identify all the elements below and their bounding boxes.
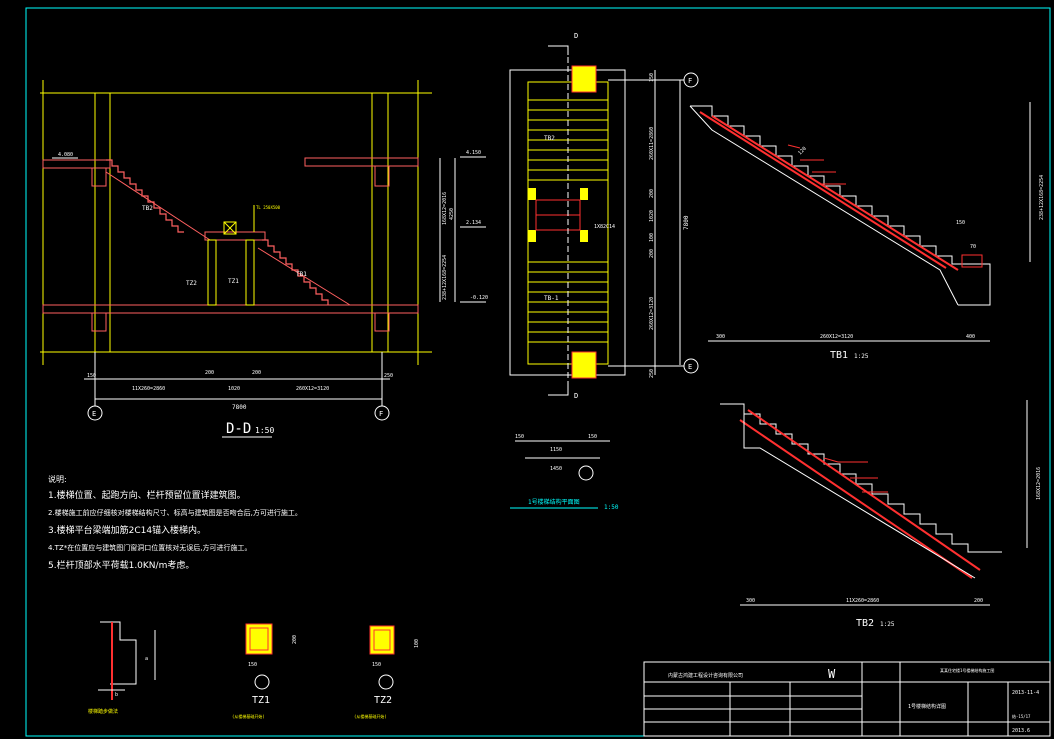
tb2-dim-1: 11X260=2860 [846, 598, 879, 604]
dd-title: D-D [226, 421, 251, 437]
plan-width-2: 150 [588, 434, 597, 440]
plan-dim-4: 100 [649, 233, 655, 242]
dd-height-total: 4250 [449, 208, 455, 220]
plan-axis-bottom: E [688, 363, 692, 371]
details-row: a b 楼梯踏步做法 200 150 TZ1 (从楼梯基础开始) 100 150… [88, 621, 420, 719]
dd-height-upper: 168X12=2016 [442, 192, 448, 225]
tb2-scale: 1:25 [880, 621, 895, 628]
detail-label-b: b [115, 692, 118, 698]
dd-beam-label: TL 250X500 [256, 205, 281, 210]
plan-note-rebar: 1X82C14 [594, 224, 615, 230]
plan-label-tb2: TB2 [544, 135, 555, 142]
tz1-dim-150: 150 [248, 662, 257, 668]
plan-dim-7: 250 [649, 369, 655, 378]
tb1-dim-1: 260X12=3120 [820, 334, 853, 340]
tb1-title: TB1 [830, 350, 848, 361]
dd-dim-6: 250 [384, 373, 393, 379]
note-item-3: 3.楼梯平台梁端加筋2C14锚入楼梯内。 [48, 524, 206, 536]
plan-width-1: 1150 [550, 447, 562, 453]
tz2-dim-100: 100 [414, 639, 420, 648]
plan-label-tb1: TB-1 [544, 295, 559, 302]
tb2-dim-2: 200 [974, 598, 983, 604]
dd-dim-total: 7800 [232, 404, 247, 411]
plan-section-mark-top: D [574, 32, 578, 40]
dd-dim-1: 11X260=2860 [132, 386, 165, 392]
dd-height-lower: 238+12X168=2254 [442, 255, 448, 300]
dd-label-tb2: TB2 [142, 205, 153, 212]
tb-company: 内蒙古鸿建工程设计咨询有限公司 [668, 672, 743, 679]
tb-code: 结-15/17 [1012, 713, 1031, 719]
dd-label-tb1: TB1 [296, 271, 307, 278]
note-item-2: 2.楼梯施工前应仔细核对楼梯结构尺寸、标高与建筑图是否吻合后,方可进行施工。 [48, 508, 302, 517]
tz1-dim-200: 200 [292, 635, 298, 644]
title-block: 内蒙古鸿建工程设计咨询有限公司 W 某某住宅楼1号楼梯结构施工图 1号楼梯结构详… [643, 661, 1051, 737]
tb2-height: 168X12=2016 [1036, 467, 1042, 500]
plan-dim-total: 7800 [683, 215, 690, 230]
tz2-title: TZ2 [374, 695, 392, 706]
tb-drawing-name: 1号楼梯结构详图 [908, 703, 946, 710]
tz1-sub: (从楼梯基础开始) [232, 713, 265, 719]
tb2-dim-0: 300 [746, 598, 755, 604]
tb1-thk-label: 150 [956, 220, 965, 226]
plan-dim-6: 260X12=3120 [649, 297, 655, 330]
plan-section-mark-bottom: D [574, 392, 578, 400]
dd-elev-mid: 2.134 [466, 220, 481, 226]
tb1-scale: 1:25 [854, 353, 869, 360]
plan-axis-top: F [688, 77, 692, 85]
tb2-detail: 168X12=2016 300 11X260=2860 200 TB2 1:25 [720, 400, 1042, 629]
plan-dim-1: 260X11=2860 [649, 127, 655, 160]
dd-axis-left: E [92, 410, 96, 418]
plan-dim-5: 200 [649, 249, 655, 258]
tz2-dim-150: 150 [372, 662, 381, 668]
dd-elev-top-right: 4.150 [466, 150, 481, 156]
dd-label-tz2: TZ2 [186, 280, 197, 287]
tb1-label-120: 120 [797, 146, 808, 157]
tb-number: 2013.6 [1012, 728, 1030, 734]
plan-title: 1号楼梯结构平面图 [528, 498, 580, 506]
tb2-title: TB2 [856, 618, 874, 629]
note-item-4: 4.TZ*在位置应与建筑图门窗洞口位置核对无误后,方可进行施工。 [48, 543, 251, 552]
tb1-label-70: 70 [970, 244, 976, 250]
dd-dim-5: 260X12=3120 [296, 386, 329, 392]
notes-heading: 说明: [48, 474, 67, 484]
tb1-detail: 150 70 120 238+12X168=2254 300 260X12=31… [689, 102, 1045, 361]
general-notes: 说明: 1.楼梯位置、起跑方向、栏杆预留位置详建筑图。 2.楼梯施工前应仔细核对… [48, 474, 302, 571]
step-detail-label: 楼梯踏步做法 [88, 708, 118, 715]
plan-dim-3: 1020 [649, 210, 655, 222]
plan-width-0: 150 [515, 434, 524, 440]
note-item-5: 5.栏杆顶部水平荷载1.0KN/m考虑。 [48, 559, 194, 571]
note-item-1: 1.楼梯位置、起跑方向、栏杆预留位置详建筑图。 [48, 489, 246, 501]
tb-date: 2013-11-4 [1012, 690, 1039, 696]
dd-dim-2: 200 [205, 370, 214, 376]
tz2-sub: (从楼梯基础开始) [354, 713, 387, 719]
tb1-dim-0: 300 [716, 334, 725, 340]
plan-dim-2: 200 [649, 189, 655, 198]
tb-project: 某某住宅楼1号楼梯结构施工图 [940, 667, 994, 673]
dd-elev-bottom: -0.120 [470, 295, 488, 301]
dd-scale: 1:50 [255, 426, 274, 435]
tb1-height: 238+12X168=2254 [1039, 175, 1045, 220]
plan-dim-0: 150 [649, 73, 655, 82]
tb1-dim-2: 400 [966, 334, 975, 340]
section-dd: TL 250X500 4.080 4.150 2.134 -0.120 TB2 … [40, 80, 488, 438]
dd-label-tz1: TZ1 [228, 278, 239, 285]
detail-label-a: a [145, 656, 148, 662]
tb-logo: W [828, 667, 836, 681]
drawing-frame [25, 7, 1051, 737]
dd-dim-4: 200 [252, 370, 261, 376]
tz1-title: TZ1 [252, 695, 270, 706]
stair-plan: D D TB2 TB-1 1X82C14 150 260X11=2860 200… [509, 32, 699, 511]
dd-dim-3: 1020 [228, 386, 240, 392]
dd-elev-top-left: 4.080 [58, 152, 73, 158]
plan-width-total: 1450 [550, 466, 562, 472]
plan-scale: 1:50 [604, 504, 619, 511]
dd-dim-0: 150 [87, 373, 96, 379]
dd-axis-right: F [379, 410, 383, 418]
